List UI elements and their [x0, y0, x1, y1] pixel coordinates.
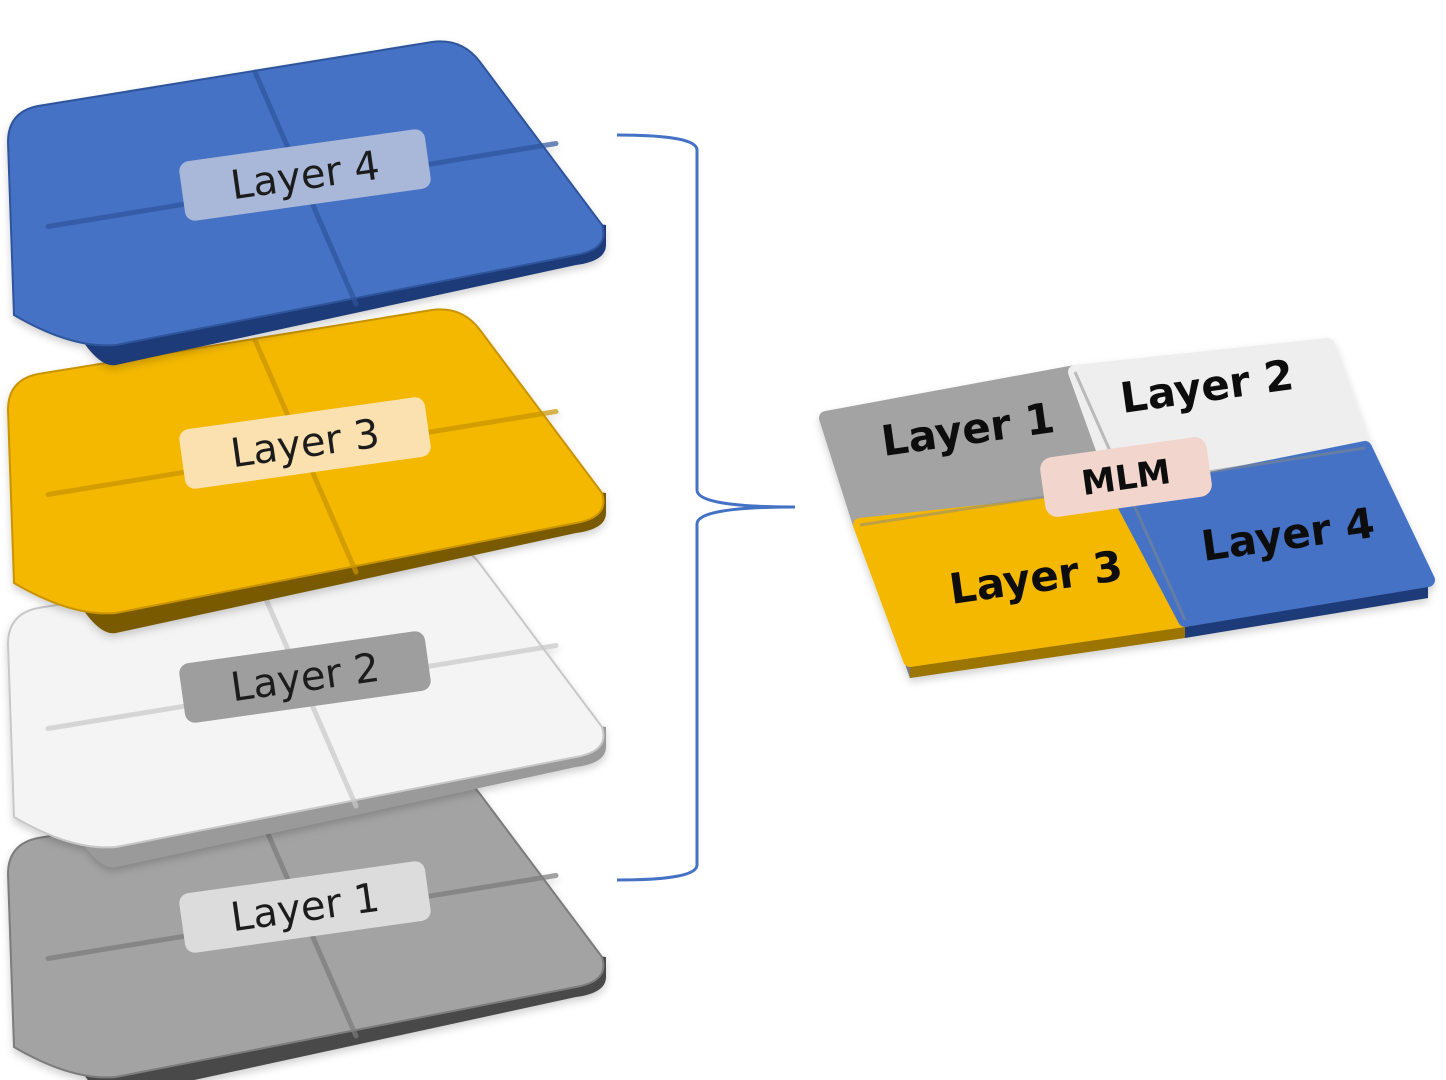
- curly-bracket: [616, 133, 796, 882]
- layer-3-badge-bg: [179, 397, 431, 489]
- layer-1-plate: Layer 1: [6, 772, 606, 1080]
- layer-1-badge-bg: [179, 861, 431, 953]
- mlm-badge: MLM: [1040, 437, 1212, 517]
- layer-4-badge-bg: [179, 129, 431, 221]
- layer-3-plate: Layer 3: [6, 308, 606, 634]
- mlm-badge-bg: [1040, 437, 1212, 517]
- layer-2-badge-bg: [179, 631, 431, 723]
- layer-4-plate: Layer 4: [6, 40, 606, 366]
